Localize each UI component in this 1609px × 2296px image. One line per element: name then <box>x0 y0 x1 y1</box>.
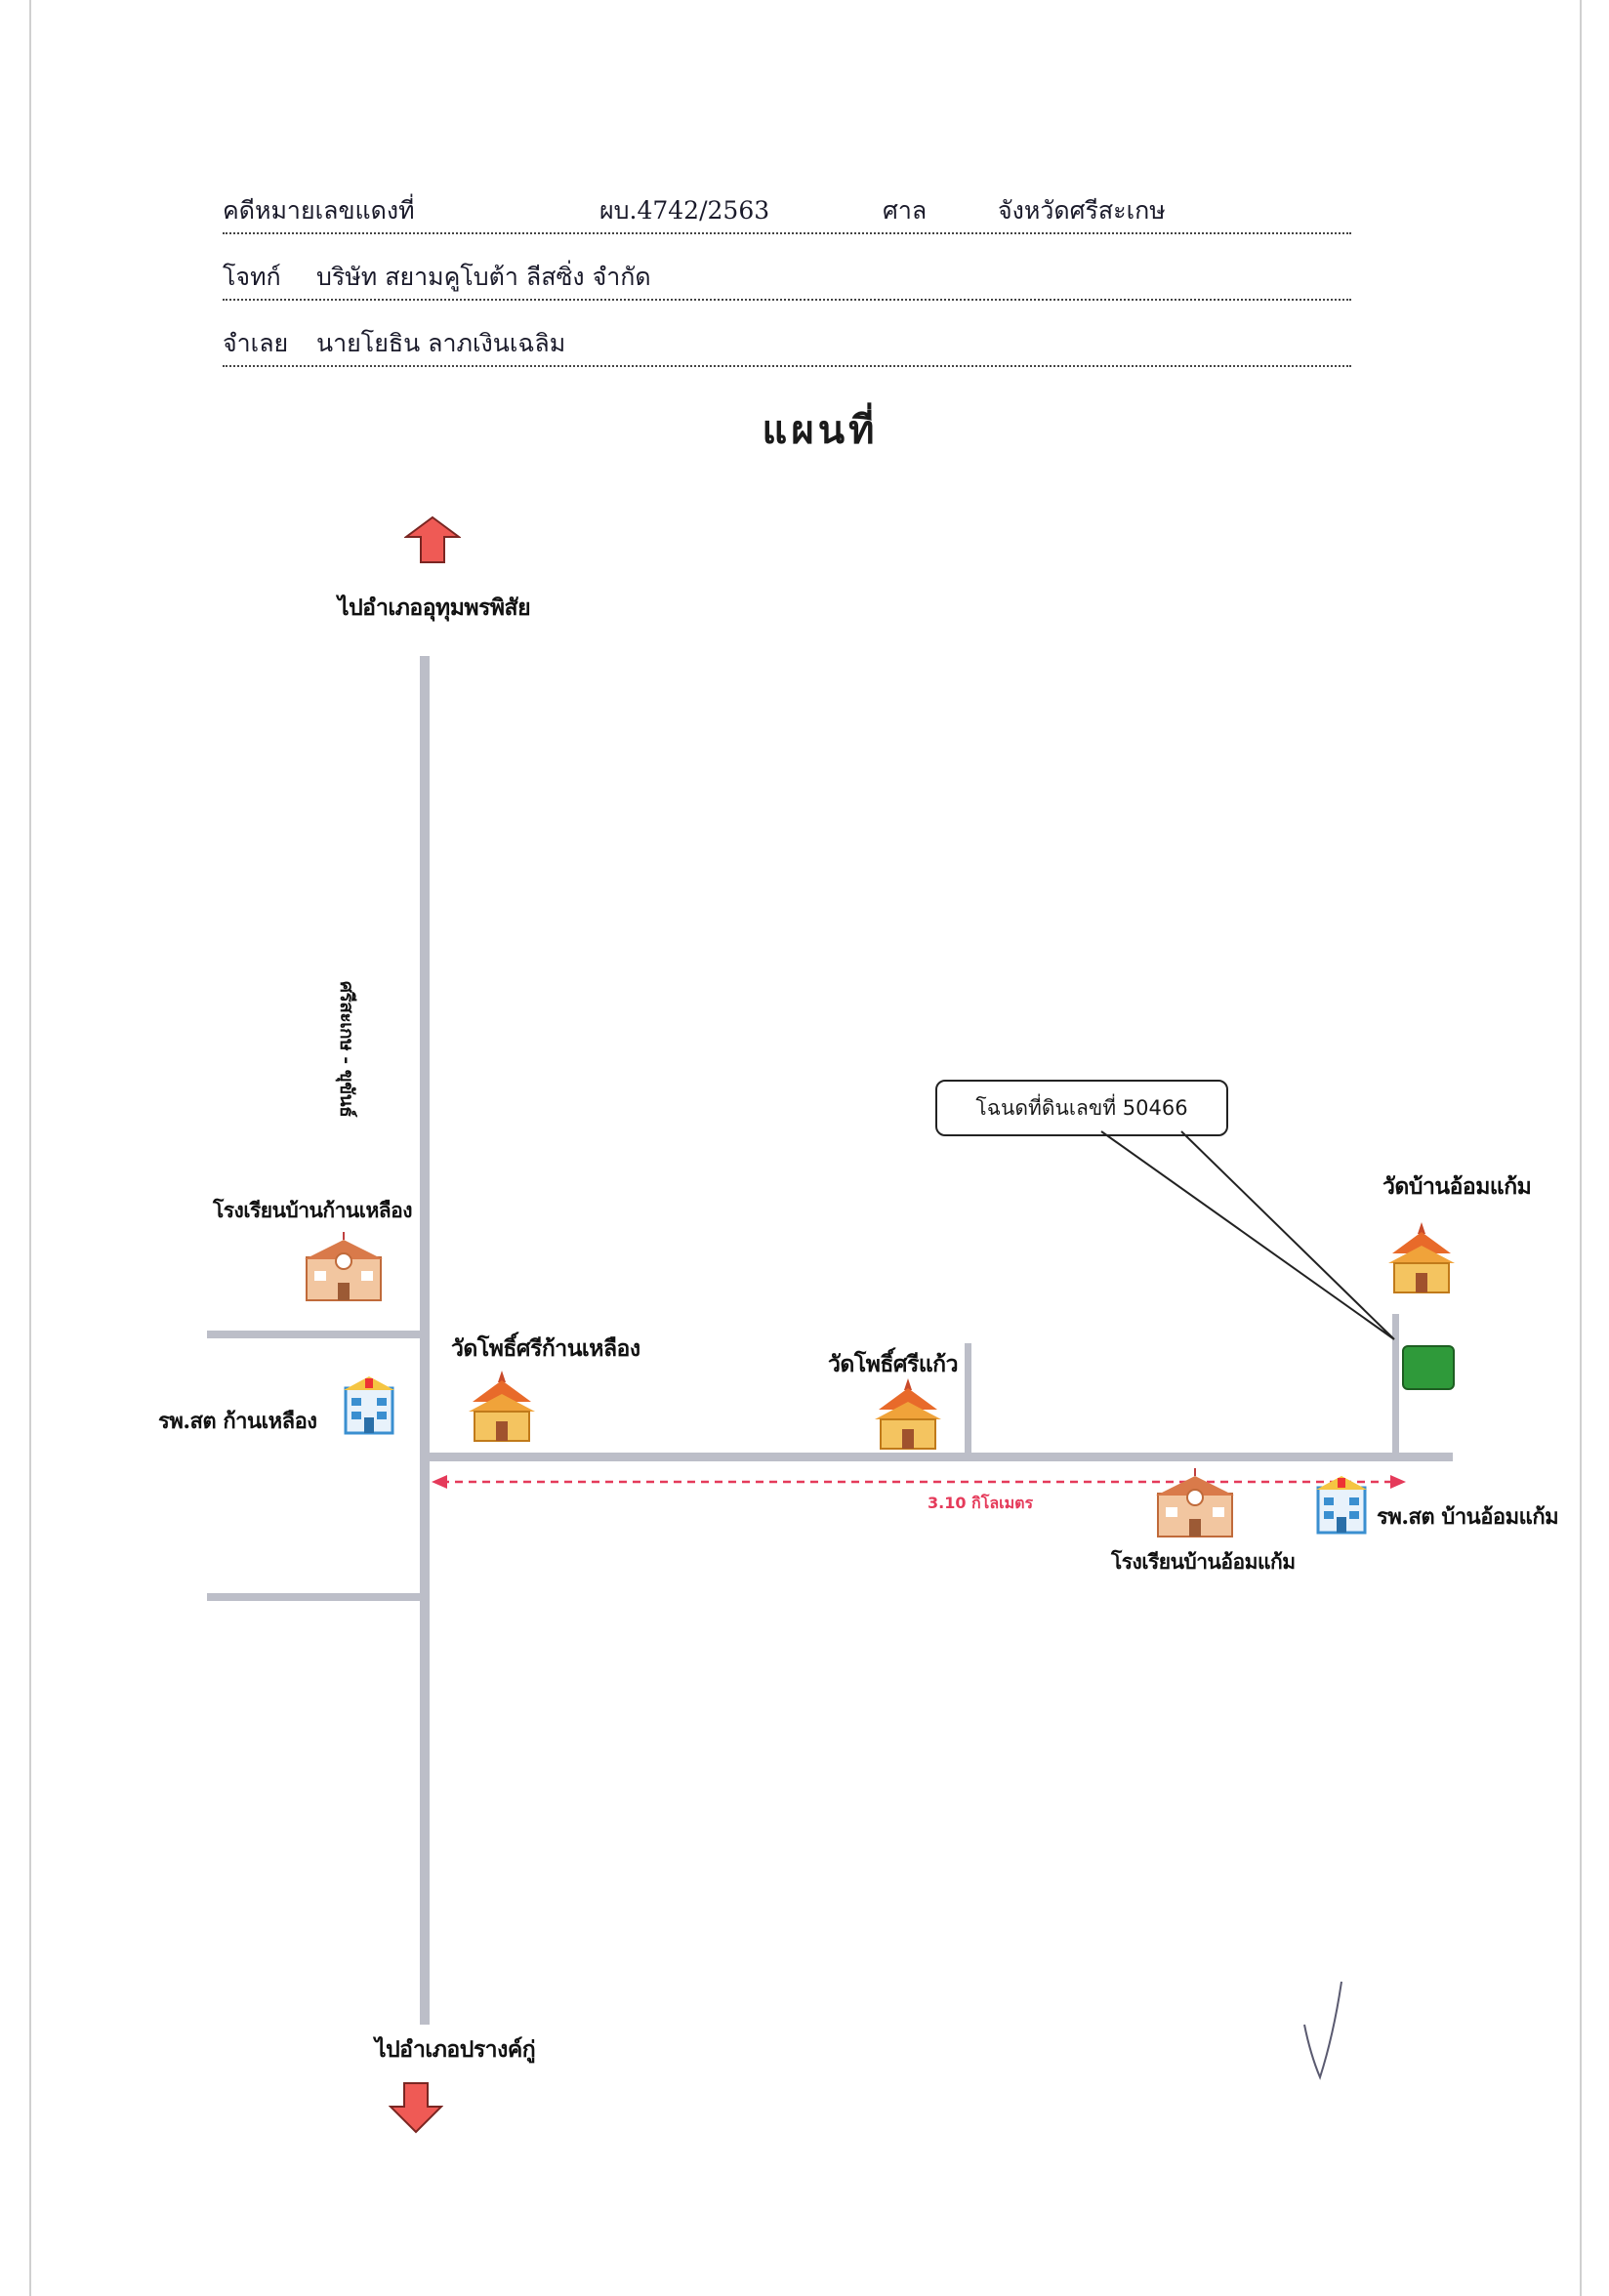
school-ban-om-kaem-label: โรงเรียนบ้านอ้อมแก้ม <box>1111 1549 1296 1574</box>
school-kan-lueang-label: โรงเรียนบ้านก้านเหลือง <box>213 1198 413 1222</box>
court-name: จังหวัดศรีสะเกษ <box>998 196 1166 225</box>
court-label: ศาล <box>883 196 928 225</box>
case-label: คดีหมายเลขแดงที่ <box>223 196 415 225</box>
temple-pho-si-kan-lueang-label: วัดโพธิ์ศรีก้านเหลือง <box>451 1335 640 1362</box>
page-title: แผนที่ <box>762 407 879 453</box>
hospital-kan-lueang-label: รพ.สต ก้านเหลือง <box>158 1409 317 1434</box>
south-arrow-icon <box>389 2082 443 2134</box>
plaintiff-label: โจทก์ <box>223 263 281 291</box>
temple-icon <box>875 1378 941 1450</box>
side-road-upper-left <box>207 1331 420 1338</box>
defendant-line: จำเลย นายโยธิน ลาภเงินเฉลิม <box>223 326 1351 367</box>
north-arrow-icon <box>404 515 461 563</box>
plaintiff-line: โจทก์ บริษัท สยามคูโบต้า ลีสซิ่ง จำกัด <box>223 260 1351 301</box>
hospital-icon <box>344 1376 394 1435</box>
spur-road-middle <box>965 1343 971 1453</box>
defendant-label: จำเลย <box>223 329 289 357</box>
defendant-name: นายโยธิน ลาภเงินเฉลิม <box>316 329 566 357</box>
plaintiff-name: บริษัท สยามคูโบต้า ลีสซิ่ง จำกัด <box>316 263 651 291</box>
school-icon <box>1156 1468 1234 1538</box>
page-left-edge <box>29 0 31 2296</box>
temple-ban-om-kaem-label: วัดบ้านอ้อมแก้ม <box>1382 1173 1532 1200</box>
distance-label: 3.10 กิโลเมตร <box>928 1494 1034 1512</box>
page-right-edge <box>1580 0 1582 2296</box>
school-icon <box>305 1232 383 1301</box>
main-road <box>420 656 430 2025</box>
spur-road-east <box>1392 1314 1399 1453</box>
temple-icon <box>1388 1222 1455 1293</box>
hospital-icon <box>1316 1476 1367 1535</box>
hospital-ban-om-kaem-label: รพ.สต บ้านอ้อมแก้ม <box>1377 1504 1559 1530</box>
check-mark-icon <box>1303 1981 1342 2080</box>
case-line: คดีหมายเลขแดงที่ ผบ.4742/2563 ศาล จังหวั… <box>223 193 1351 234</box>
side-road-lower-left <box>207 1593 420 1601</box>
south-direction-label: ไปอำเภอปรางค์กู่ <box>375 2036 536 2063</box>
north-direction-label: ไปอำเภออุทุมพรพิสัย <box>338 594 531 621</box>
deed-callout: โฉนดที่ดินเลขที่ 50466 <box>935 1080 1228 1136</box>
case-number: ผบ.4742/2563 <box>599 196 770 225</box>
land-plot-marker <box>1402 1345 1455 1390</box>
east-road <box>430 1453 1453 1461</box>
temple-pho-si-kaew-label: วัดโพธิ์ศรีแก้ว <box>828 1351 959 1377</box>
temple-icon <box>469 1371 535 1442</box>
